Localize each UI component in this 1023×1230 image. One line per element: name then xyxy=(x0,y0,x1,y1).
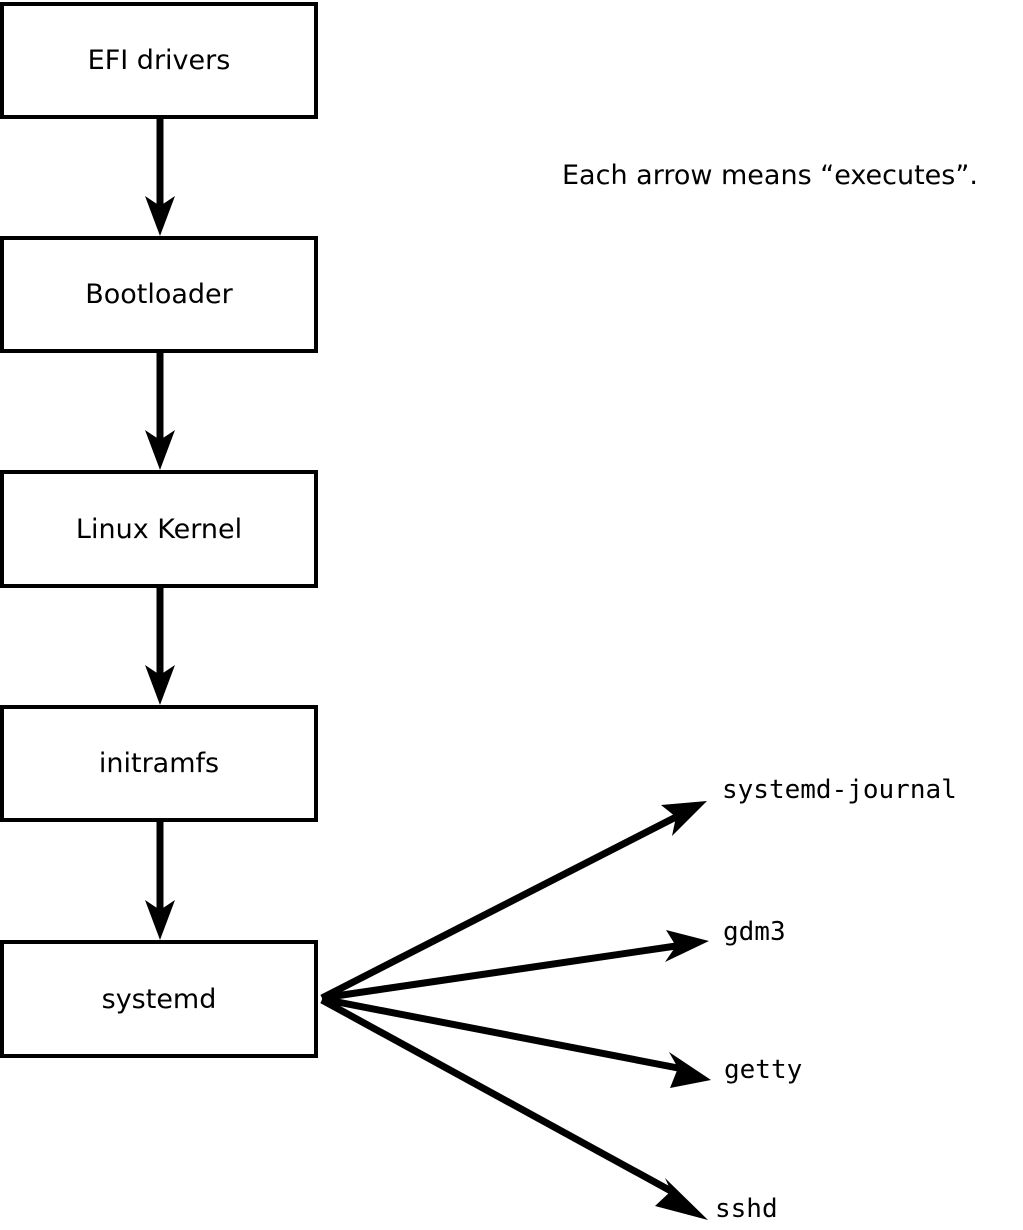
service-label-getty[interactable]: getty xyxy=(724,1055,803,1085)
legend-caption: Each arrow means “executes”. xyxy=(562,160,978,191)
node-box-linux-kernel[interactable]: Linux Kernel xyxy=(0,470,318,588)
arrow-initramfs-to-systemd xyxy=(145,822,175,940)
arrow-systemd-to-sshd xyxy=(320,996,708,1220)
arrow-systemd-to-gdm3 xyxy=(321,930,709,1002)
arrow-bootloader-to-linux-kernel xyxy=(145,353,175,470)
service-label-systemd-journal[interactable]: systemd-journal xyxy=(722,775,957,805)
arrow-systemd-to-systemd-journal xyxy=(320,801,707,1002)
arrow-efi-drivers-to-bootloader xyxy=(145,119,175,236)
service-label-sshd[interactable]: sshd xyxy=(715,1194,778,1224)
node-label-bootloader: Bootloader xyxy=(85,279,233,310)
service-label-gdm3[interactable]: gdm3 xyxy=(723,917,786,947)
node-box-bootloader[interactable]: Bootloader xyxy=(0,236,318,353)
arrow-linux-kernel-to-initramfs xyxy=(145,588,175,705)
node-label-efi-drivers: EFI drivers xyxy=(87,45,231,76)
node-label-initramfs: initramfs xyxy=(98,748,220,779)
arrow-systemd-to-getty xyxy=(321,995,711,1088)
node-box-systemd[interactable]: systemd xyxy=(0,940,318,1058)
node-label-systemd: systemd xyxy=(101,983,217,1015)
node-box-efi-drivers[interactable]: EFI drivers xyxy=(0,2,318,119)
node-label-linux-kernel: Linux Kernel xyxy=(75,513,243,545)
node-box-initramfs[interactable]: initramfs xyxy=(0,705,318,822)
